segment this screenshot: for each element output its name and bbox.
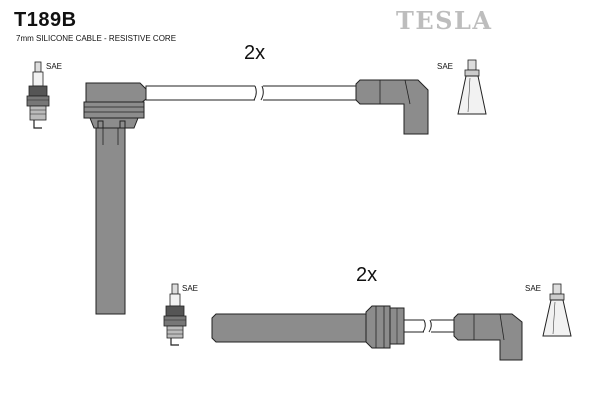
top-terminal-cap bbox=[457, 59, 487, 115]
top-spark-plug bbox=[26, 61, 50, 129]
bottom-cable bbox=[403, 318, 455, 334]
top-plug-boot bbox=[83, 82, 147, 315]
top-cable bbox=[145, 84, 361, 102]
bottom-terminal-cap bbox=[542, 283, 572, 337]
bottom-terminal-boot bbox=[453, 313, 523, 361]
bottom-plug-boot bbox=[211, 305, 405, 349]
top-quantity: 2x bbox=[244, 42, 266, 64]
top-plug-label: SAE bbox=[46, 62, 63, 71]
bottom-plug-label: SAE bbox=[182, 284, 199, 293]
cable-spec: 7mm SILICONE CABLE - RESISTIVE CORE bbox=[16, 34, 177, 43]
bottom-quantity: 2x bbox=[356, 264, 378, 286]
brand-logo: TESLA bbox=[396, 6, 493, 35]
bottom-terminal-label: SAE bbox=[525, 284, 542, 293]
top-terminal-label: SAE bbox=[437, 62, 454, 71]
bottom-spark-plug bbox=[163, 283, 187, 346]
top-terminal-boot bbox=[355, 79, 429, 135]
part-number: T189B bbox=[14, 9, 77, 31]
